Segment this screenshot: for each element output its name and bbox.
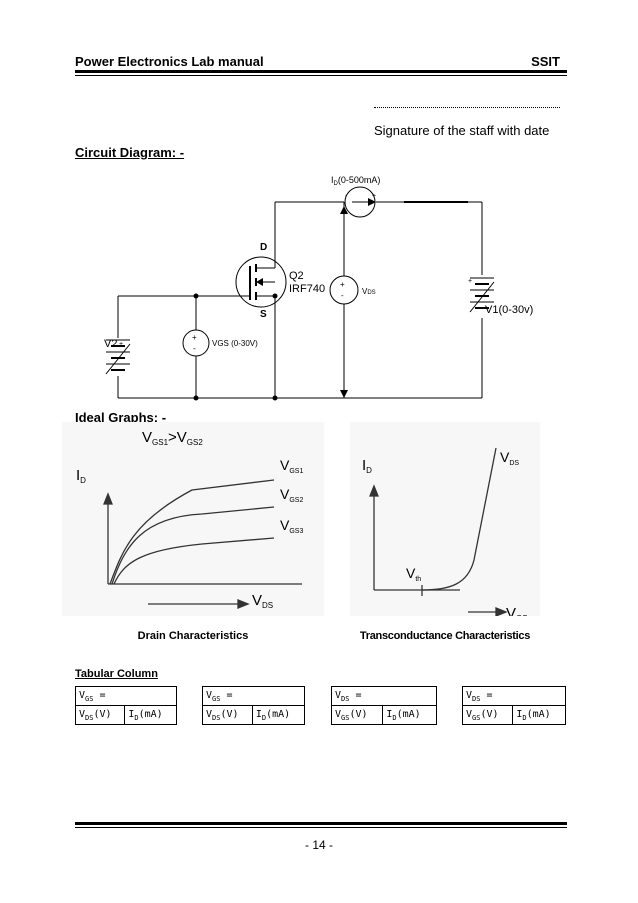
footer-rule: [75, 822, 567, 825]
footer-rule-thin: [75, 827, 567, 828]
vgs-meter-label: VGS (0-30V): [212, 339, 258, 348]
vds-meter-plus: +: [340, 280, 345, 289]
signature-line: [374, 107, 560, 108]
table-3-col-1: VGS(V): [330, 705, 384, 725]
table-1-col-2: ID(mA): [124, 705, 177, 725]
ammeter-plus: +: [372, 193, 376, 200]
transconductance-graph: ID VDS Vth VGS: [350, 422, 540, 616]
drain-characteristics-title: Drain Characteristics: [137, 630, 249, 642]
trans-x-label: VGS: [506, 605, 528, 616]
header-rule: [75, 70, 567, 73]
mosfet-source-label: S: [260, 309, 267, 320]
table-1-constant: VGS =: [75, 686, 177, 706]
vgs-meter-plus: +: [192, 333, 197, 342]
drain-curve-label-3: VGS3: [280, 517, 303, 535]
ammeter-label: ID(0-500mA): [331, 175, 380, 187]
trans-y-label: ID: [362, 457, 372, 475]
header-rule-thin: [75, 75, 567, 76]
readings-table-1: VGS = VDS(V) ID(mA): [74, 686, 177, 725]
mosfet-name: Q2: [289, 270, 304, 282]
tabular-heading: Tabular Column: [75, 668, 158, 680]
table-3-constant: VDS =: [331, 686, 437, 706]
table-2-col-1: VDS(V): [202, 705, 253, 725]
mosfet-drain-label: D: [260, 242, 267, 253]
mosfet-part: IRF740: [289, 283, 325, 295]
transconductance-title: Transconductance Characteristics: [359, 630, 531, 642]
table-2-constant: VGS =: [202, 686, 305, 706]
table-2-col-2: ID(mA): [251, 705, 306, 725]
table-4-col-1: VGS(V): [461, 705, 514, 725]
drain-relation: VGS1>VGS2: [142, 429, 203, 447]
header-title: Power Electronics Lab manual: [75, 54, 264, 69]
vds-meter-minus: -: [341, 291, 344, 300]
drain-x-label: VDS: [252, 592, 273, 610]
vds-meter-label: VDS: [362, 287, 376, 296]
header-institute: SSIT: [531, 54, 560, 69]
drain-curve-label-2: VGS2: [280, 486, 303, 504]
vth-label: Vth: [406, 565, 421, 583]
trans-curve-label: VDS: [500, 449, 519, 467]
readings-table-3: VDS = VGS(V) ID(mA): [330, 686, 437, 725]
graphs-heading: Ideal Graphs: -: [75, 410, 167, 425]
readings-table-2: VGS = VDS(V) ID(mA): [202, 686, 306, 725]
drain-curve-label-1: VGS1: [280, 457, 303, 475]
circuit-diagram: ID(0-500mA) - + D S Q2 IRF740 + - VDS + …: [104, 175, 533, 401]
supply-v1-label: V1(0-30v): [485, 304, 533, 316]
supply-v2-plus: +: [119, 341, 123, 348]
readings-table-4: VDS = VGS(V) ID(mA): [461, 686, 566, 725]
table-4-constant: VDS =: [462, 686, 566, 706]
vgs-meter-minus: -: [193, 344, 196, 353]
table-4-col-2: ID(mA): [512, 705, 566, 725]
drain-y-label: ID: [76, 467, 86, 485]
signature-label: Signature of the staff with date: [374, 123, 550, 138]
ammeter-minus: -: [345, 193, 348, 200]
table-3-col-2: ID(mA): [382, 705, 437, 725]
circuit-heading: Circuit Diagram: -: [75, 145, 185, 160]
table-1-col-1: VDS(V): [74, 705, 126, 725]
supply-v2-label: V2: [104, 338, 117, 350]
drain-characteristics-graph: VGS1>VGS2 ID VDS VGS1 VGS2 VGS3: [62, 422, 324, 616]
supply-v1-plus: +: [468, 278, 472, 285]
page-number: - 14 -: [304, 838, 333, 852]
